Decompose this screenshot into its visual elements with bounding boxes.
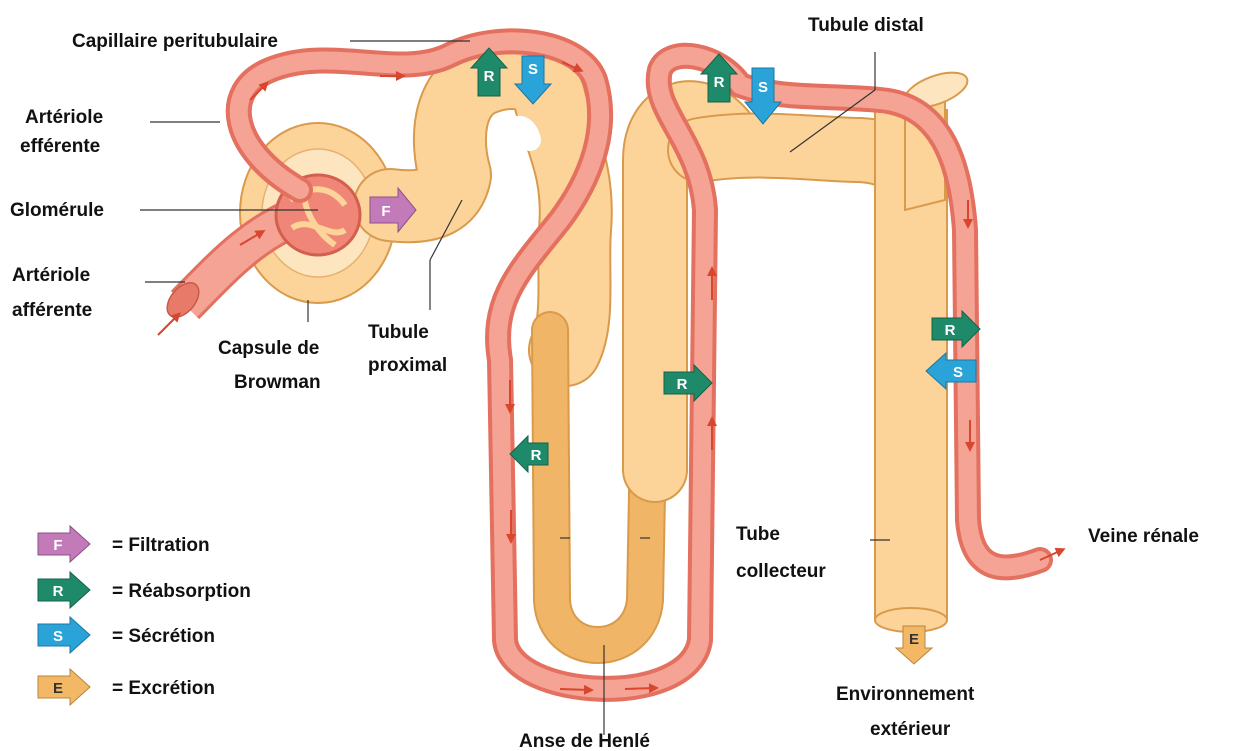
legend-letter: S: [53, 628, 63, 645]
legend-label: = Sécrétion: [112, 626, 215, 647]
legend-label: = Réabsorption: [112, 581, 251, 602]
legend-item-reabsorption: R = Réabsorption: [38, 572, 251, 608]
excretion-letter: E: [909, 631, 919, 648]
label-environnement-line2: extérieur: [870, 714, 950, 745]
label-veine-renale: Veine rénale: [1088, 521, 1199, 552]
label-arteriole-efferente-line2: efférente: [20, 131, 100, 162]
legend-item-excretion: E = Excrétion: [38, 669, 215, 705]
label-anse-henle: Anse de Henlé: [519, 726, 650, 751]
label-capillaire: Capillaire peritubulaire: [72, 26, 278, 57]
label-arteriole-afferente-line1: Artériole: [12, 260, 90, 291]
secretion-letter: S: [953, 364, 963, 381]
secretion-letter: S: [758, 79, 768, 96]
legend: F = Filtration R = Réabsorption S = Sécr…: [38, 526, 251, 705]
legend-letter: E: [53, 680, 63, 697]
reabsorption-letter: R: [945, 322, 956, 339]
reabsorption-letter: R: [714, 74, 725, 91]
label-environnement-line1: Environnement: [836, 679, 974, 710]
reabsorption-letter: R: [531, 447, 542, 464]
reabsorption-letter: R: [677, 376, 688, 393]
label-tubule-distal: Tubule distal: [808, 10, 924, 41]
label-arteriole-efferente-line1: Artériole: [25, 102, 103, 133]
reabsorption-letter: R: [484, 68, 495, 85]
legend-letter: F: [53, 537, 62, 554]
label-tubule-proximal-line2: proximal: [368, 350, 447, 381]
filtration-arrow-letter: F: [381, 203, 390, 220]
legend-item-filtration: F = Filtration: [38, 526, 210, 562]
label-tube-collecteur-line2: collecteur: [736, 556, 826, 587]
label-capsule-line2: Browman: [234, 367, 321, 398]
secretion-letter: S: [528, 61, 538, 78]
legend-label: = Filtration: [112, 535, 210, 556]
legend-item-secretion: S = Sécrétion: [38, 617, 215, 653]
legend-label: = Excrétion: [112, 678, 215, 699]
label-capsule-line1: Capsule de: [218, 333, 319, 364]
label-glomerule: Glomérule: [10, 195, 104, 226]
label-arteriole-afferente-line2: afférente: [12, 295, 92, 326]
legend-letter: R: [53, 583, 64, 600]
label-tube-collecteur-line1: Tube: [736, 519, 780, 550]
label-tubule-proximal-line1: Tubule: [368, 317, 429, 348]
